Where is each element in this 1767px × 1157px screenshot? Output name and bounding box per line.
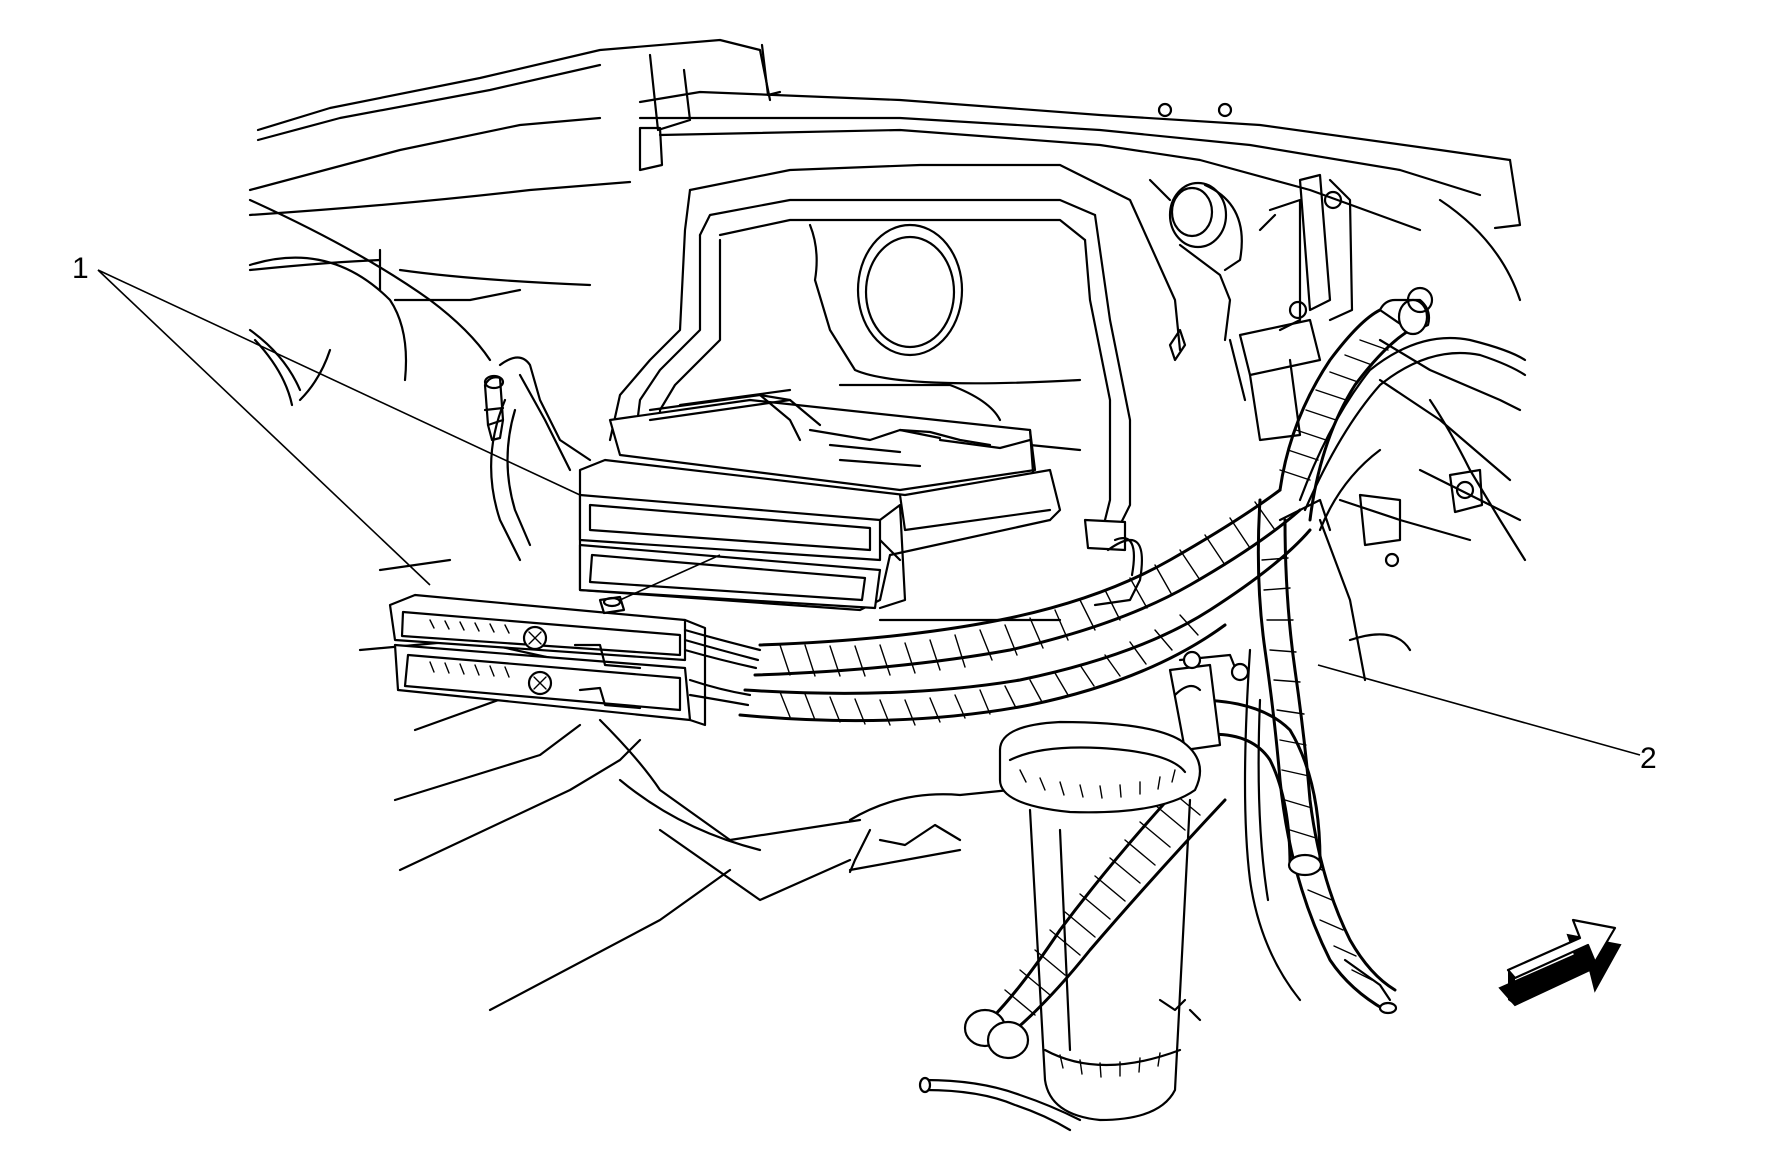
coolant-hose <box>963 650 1323 1060</box>
leader-line-2 <box>1317 664 1641 756</box>
wiring-harness <box>738 286 1527 1015</box>
control-module <box>578 388 1062 612</box>
reservoir-neck <box>918 720 1202 1132</box>
callout-1: 1 <box>72 252 89 285</box>
leader-lines <box>97 269 1641 756</box>
harness-connectors <box>388 593 762 727</box>
direction-arrow-icon <box>1498 918 1622 1007</box>
body-structure <box>248 38 1527 1012</box>
sensor-connector <box>483 356 592 562</box>
leader-line-1a <box>97 269 581 496</box>
callout-2: 2 <box>1640 742 1657 775</box>
mounting-bracket <box>1157 102 1484 568</box>
leader-line-module <box>619 554 721 601</box>
leader-line-1b <box>97 269 431 586</box>
